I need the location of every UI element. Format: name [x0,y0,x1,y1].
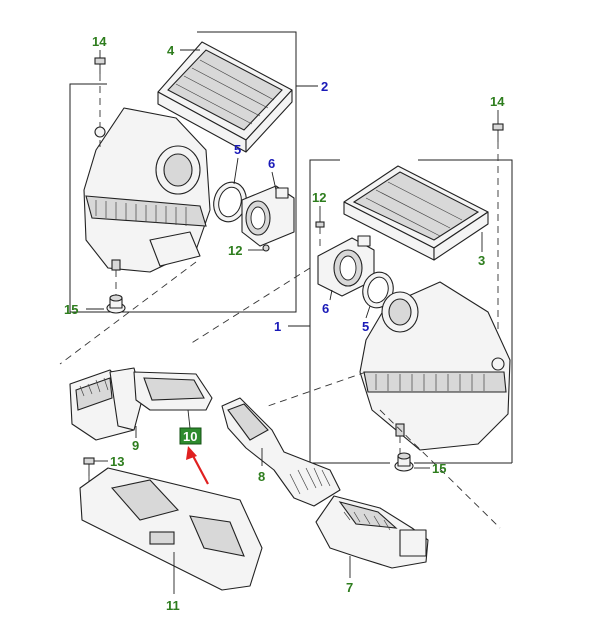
label-14-left: 14 [92,34,107,49]
label-10: 10 [183,429,197,444]
highlight-arrow [186,446,209,485]
label-15-right: 15 [432,461,446,476]
maf-sensor-6-right [317,235,375,301]
maf-sensor-6-left [241,171,295,252]
bolt-14-right [492,110,504,360]
bolt-12-right [315,206,325,246]
label-7: 7 [346,580,353,595]
right-assembly-frame [288,159,513,464]
air-filter-element-3 [343,165,489,261]
seal-5-left [213,157,247,223]
label-14-right: 14 [490,94,505,109]
air-box-left [83,107,211,296]
label-6-right: 6 [322,301,329,316]
intake-duct-8 [221,397,341,507]
label-6-left: 6 [268,156,275,171]
bolt-14-left [94,50,106,128]
label-12-left: 12 [228,243,242,258]
part-10-highlight [179,409,202,445]
label-9: 9 [132,438,139,453]
label-5-right: 5 [362,319,369,334]
label-15-left: 15 [64,302,78,317]
intake-duct-7 [315,495,429,578]
seal-5-right [362,271,394,319]
air-guide-11 [79,467,263,594]
grommet-15-right [394,452,430,472]
label-2: 2 [321,79,328,94]
label-1: 1 [274,319,281,334]
intake-duct-9 [69,367,213,441]
label-8: 8 [258,469,265,484]
label-11: 11 [166,598,180,613]
label-12-right: 12 [312,190,326,205]
air-filter-element-4 [157,41,293,153]
label-4: 4 [167,43,175,58]
left-assembly-frame [69,31,318,313]
label-5-left: 5 [234,142,241,157]
air-box-right [359,281,511,456]
grommet-15-left [86,294,126,314]
label-13: 13 [110,454,124,469]
label-3: 3 [478,253,485,268]
